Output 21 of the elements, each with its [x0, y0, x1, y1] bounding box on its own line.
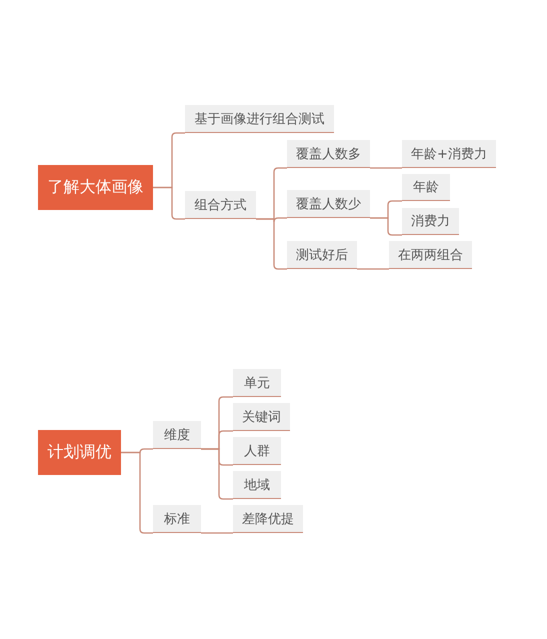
connector-line [370, 167, 402, 169]
central-topic-box: 计划调优 [38, 430, 121, 475]
connector-line [357, 268, 389, 270]
topic-box: 在两两组合 [389, 241, 472, 269]
topic-box: 维度 [153, 421, 201, 449]
connector-line [201, 532, 233, 534]
topic-box: 人群 [233, 437, 281, 465]
topic-box: 基于画像进行组合测试 [185, 105, 334, 133]
topic-box: 差降优提 [233, 505, 303, 533]
topic-box: 年龄 [402, 174, 450, 201]
topic-box: 覆盖人数少 [287, 190, 370, 218]
topic-box: 地域 [233, 471, 281, 499]
topic-box: 关键词 [233, 403, 290, 431]
topic-box: 标准 [153, 505, 201, 533]
central-topic-box: 了解大体画像 [38, 165, 153, 210]
topic-box: 覆盖人数多 [287, 140, 370, 168]
topic-box: 年龄+消费力 [402, 140, 496, 168]
topic-box: 组合方式 [185, 191, 256, 219]
topic-box: 消费力 [402, 208, 459, 235]
topic-box: 单元 [233, 369, 281, 397]
topic-box: 测试好后 [287, 241, 357, 269]
